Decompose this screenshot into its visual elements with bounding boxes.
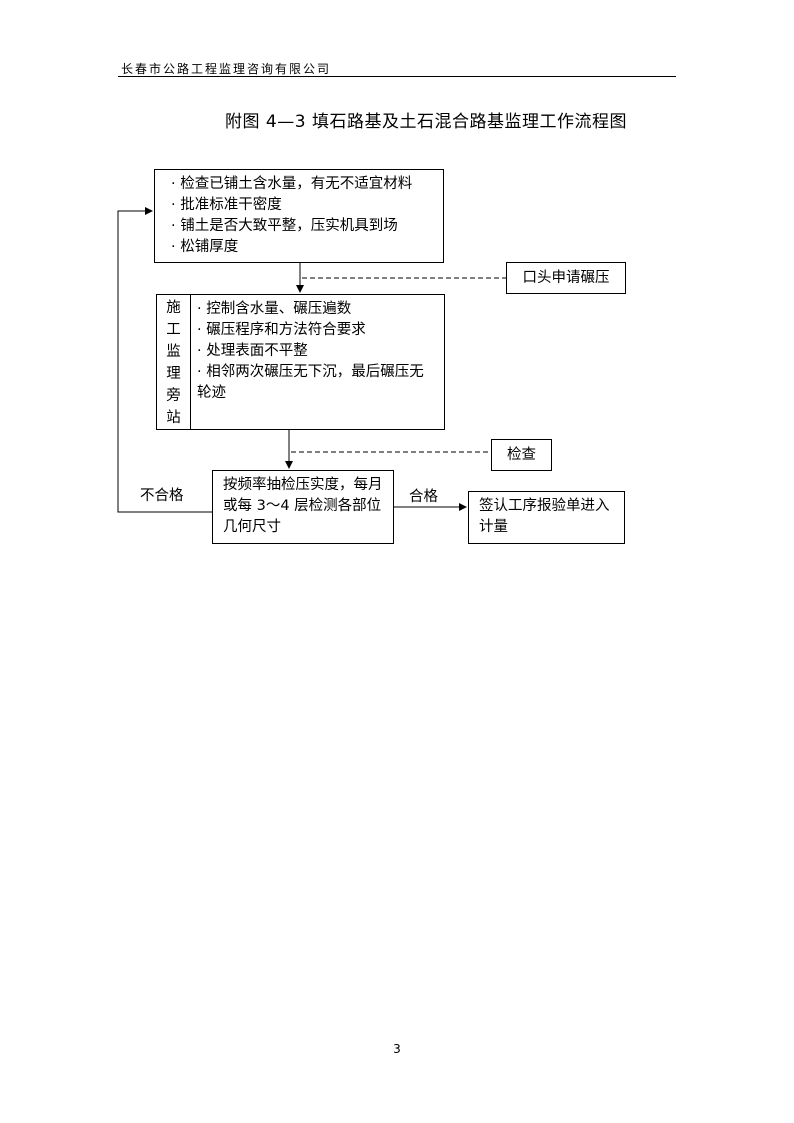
company-name: 长春市公路工程监理咨询有限公司: [121, 62, 332, 76]
arrow-fail-loop: [117, 207, 212, 513]
side-station-label: 施 工 监 理 旁 站: [157, 295, 191, 429]
pre-check-item: · 批准标准干密度: [171, 197, 282, 213]
fail-label: 不合格: [140, 488, 184, 504]
side-station-label-char: 监: [166, 344, 181, 360]
oral-request-box: 口头申请碾压: [506, 262, 626, 294]
header-rule: [118, 76, 676, 77]
side-station-box: 施 工 监 理 旁 站 · 控制含水量、碾压遍数 · 碾压程序和方法符合要求 ·…: [156, 294, 445, 430]
pre-check-item: · 检查已铺土含水量，有无不适宜材料: [171, 176, 413, 192]
side-station-item: · 相邻两次碾压无下沉，最后碾压无轮迹: [197, 364, 424, 401]
inspect-box: 检查: [491, 439, 552, 471]
side-station-item: · 处理表面不平整: [197, 343, 308, 359]
side-station-label-char: 站: [166, 410, 181, 426]
oral-request-label: 口头申请碾压: [522, 269, 610, 286]
side-station-label-char: 工: [166, 322, 181, 338]
side-station-items: · 控制含水量、碾压遍数 · 碾压程序和方法符合要求 · 处理表面不平整 · 相…: [197, 299, 438, 404]
inspect-label: 检查: [507, 446, 536, 463]
side-station-label-char: 施: [166, 300, 181, 316]
pass-label: 合格: [409, 489, 438, 505]
diagram-title: 附图 4—3 填石路基及土石混合路基监理工作流程图: [225, 112, 627, 132]
sample-check-box: 按频率抽检压实度，每月或每 3～4 层检测各部位几何尺寸: [212, 470, 394, 544]
sign-off-box: 签认工序报验单进入计量: [468, 491, 625, 544]
side-station-label-char: 旁: [166, 388, 181, 404]
sign-off-text: 签认工序报验单进入计量: [479, 498, 610, 535]
side-station-item: · 控制含水量、碾压遍数: [197, 301, 352, 317]
pre-check-item: · 松铺厚度: [171, 239, 239, 255]
pre-check-item: · 铺土是否大致平整，压实机具到场: [171, 218, 398, 234]
page-number: 3: [393, 1042, 401, 1056]
sample-check-text: 按频率抽检压实度，每月或每 3～4 层检测各部位几何尺寸: [223, 477, 383, 535]
pre-check-box: · 检查已铺土含水量，有无不适宜材料 · 批准标准干密度 · 铺土是否大致平整，…: [154, 169, 444, 263]
side-station-label-char: 理: [166, 366, 181, 382]
side-station-item: · 碾压程序和方法符合要求: [197, 322, 366, 338]
